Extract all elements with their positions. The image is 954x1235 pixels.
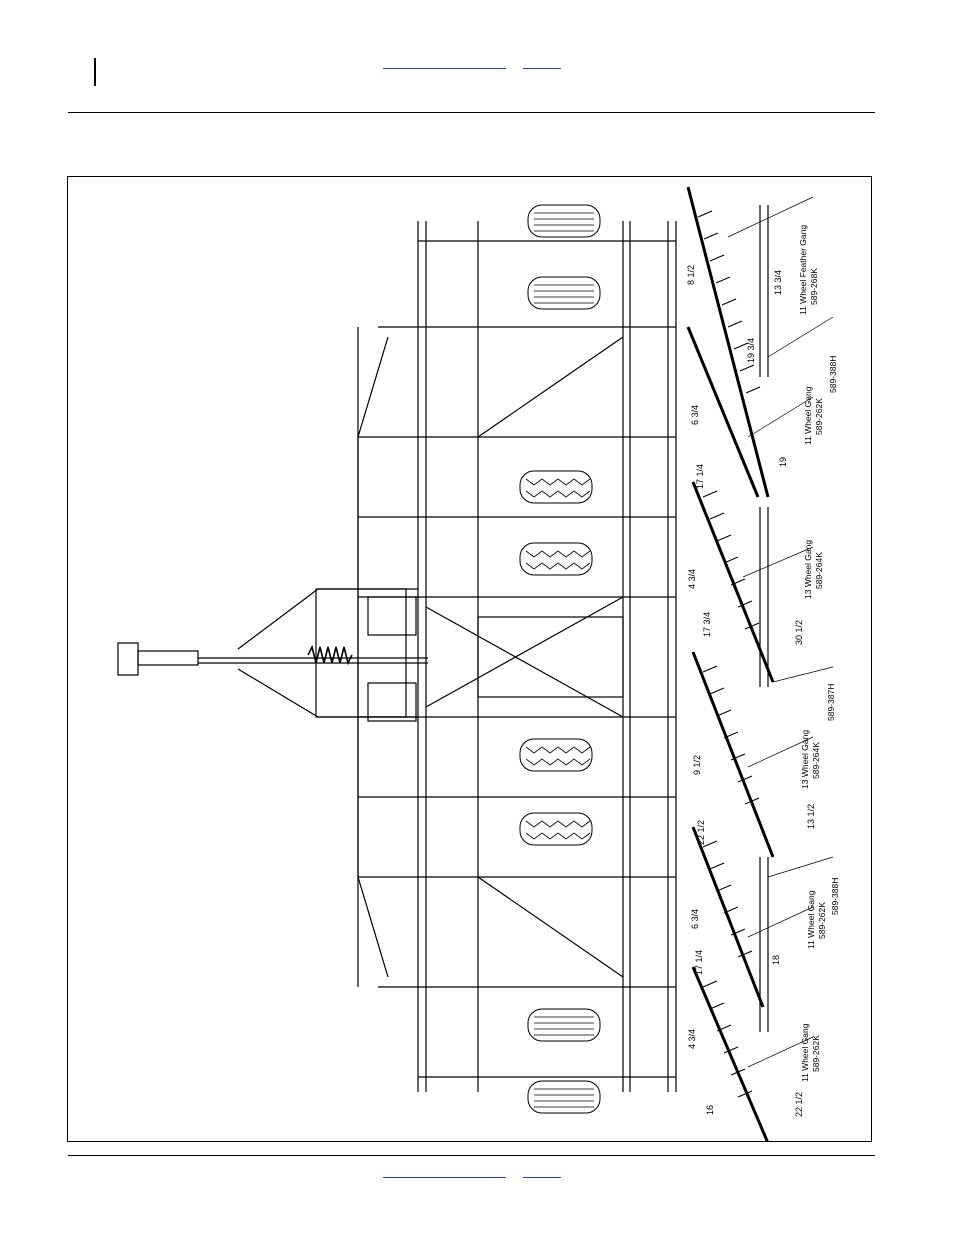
dimension-label-4: 6 3/4 [690,405,700,425]
tire-1 [528,205,600,237]
tire-5 [520,739,592,771]
gang-label-1: 11 Wheel Feather Gang [798,225,808,315]
header-margin-bar [94,58,96,86]
hitch-tongue [138,651,198,665]
gang-part-1: 589-268K [809,268,819,305]
header-rule [68,112,875,113]
dimension-label-15: 18 [771,955,781,965]
dimension-label-2: 8 1/2 [686,265,696,285]
dimension-label-1: 13 3/4 [773,270,783,295]
tire-6 [520,813,592,845]
dimension-label-10: 9 1/2 [692,755,702,775]
gang-label-4: 13 Wheel Gang [800,730,810,789]
dimension-label-9: 30 1/2 [794,620,804,645]
dimension-label-14: 17 1/4 [694,950,704,975]
gang-part-3: 589-264K [814,552,824,589]
gang-axle-3 [693,482,773,682]
dimension-label-5: 17 1/4 [695,464,705,489]
dimension-label-13: 6 3/4 [690,909,700,929]
header-link-right[interactable] [523,58,561,69]
gang-label-2: 11 Wheel Gang [803,386,813,445]
dimension-label-7: 4 3/4 [687,569,697,589]
dimension-label-17: 16 [705,1105,715,1115]
header-link-left[interactable] [383,58,506,69]
dimension-label-11: 13 1/2 [806,804,816,829]
gang-label-5: 11 Wheel Gang [806,890,816,949]
tire-3 [520,471,592,503]
tire-8 [528,1081,600,1113]
bar-part-3: 589-388H [830,878,840,915]
tire-4 [520,543,592,575]
gang-axle-1 [688,187,768,497]
bar-part-1: 589-388H [828,356,838,393]
gang-part-4: 589-264K [811,742,821,779]
gang-part-5: 589-262K [817,902,827,939]
dimension-label-8: 17 3/4 [702,612,712,637]
gang-part-6: 589-262K [811,1035,821,1072]
tire-2 [528,277,600,309]
dimension-label-12: 22 1/2 [696,820,706,845]
dimension-label-6: 19 [778,457,788,467]
gang-label-3: 13 Wheel Gang [803,540,813,599]
bar-part-2: 589-387H [826,684,836,721]
tire-7 [528,1009,600,1041]
gang-axle-5 [693,827,763,1007]
dimension-label-16: 4 3/4 [687,1029,697,1049]
dimension-label-18: 22 1/2 [794,1092,804,1117]
footer-rule [68,1155,875,1156]
footer-link-right[interactable] [523,1167,561,1178]
footer-link-left[interactable] [383,1167,506,1178]
gang-label-6: 11 Wheel Gang [800,1023,810,1082]
dimension-label-3: 19 3/4 [746,338,756,363]
hitch-clevis [118,643,138,675]
gang-part-2: 589-262K [814,398,824,435]
